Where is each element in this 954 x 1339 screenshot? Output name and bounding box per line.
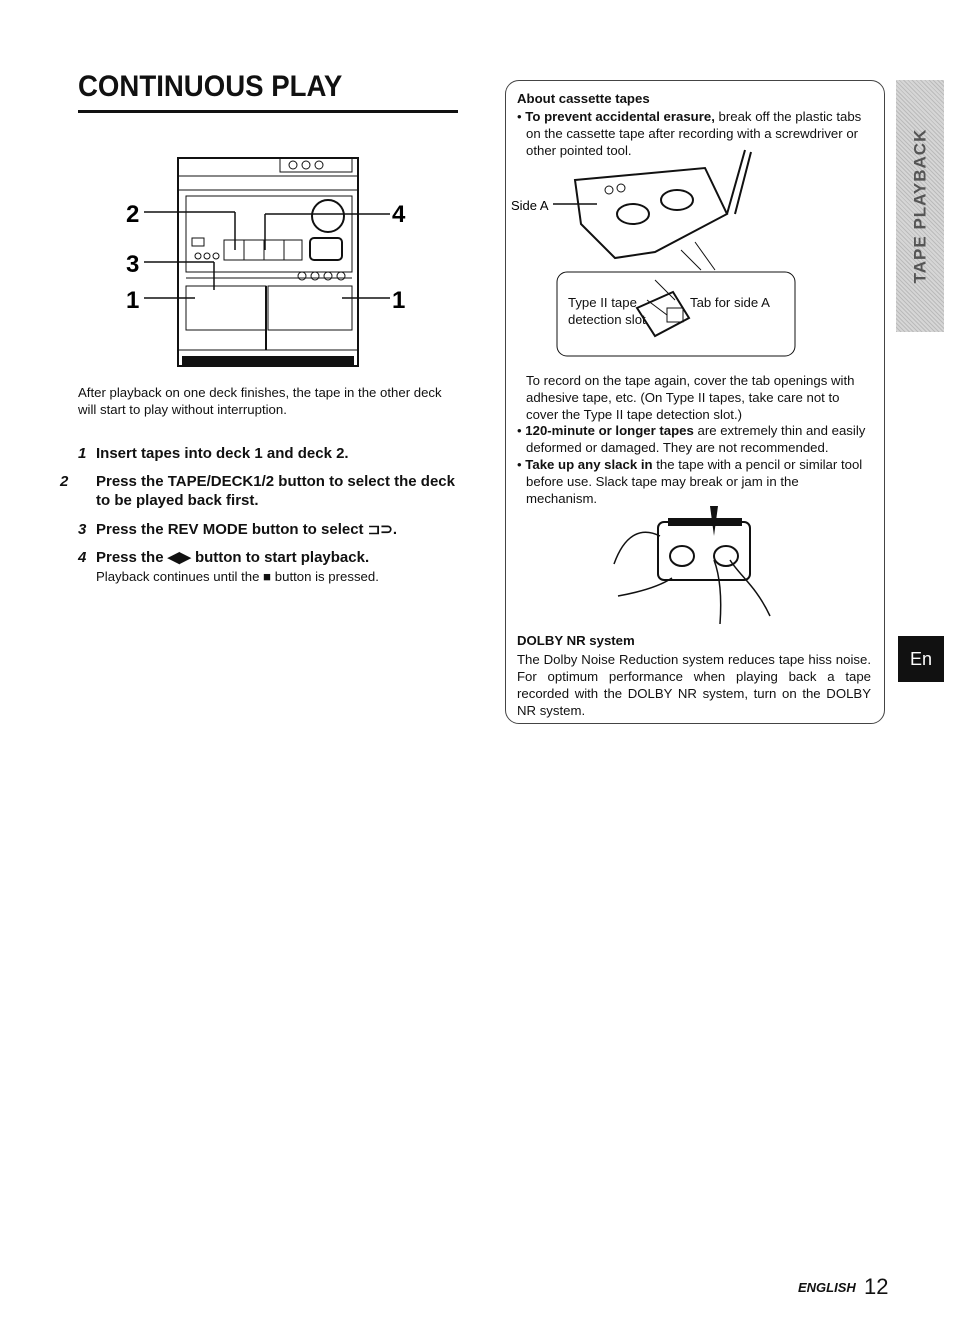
label-type2-slot: Type II tape detection slot [568,295,646,327]
page-number: 12 [864,1274,889,1299]
cassette-bullet-3: • Take up any slack in the tape with a p… [517,457,863,506]
step-2: 2 Press the TAPE/DECK1/2 button to select… [60,472,460,510]
bullet-3-text: the tape with a pencil or similar tool b… [526,457,863,506]
bullet-1-bold: To prevent accidental erasure, [525,109,715,124]
label-side-a: Side A [511,198,549,213]
callout-1-left: 1 [126,287,139,314]
bullet-2-bold: 120-minute or longer tapes [525,423,694,438]
language-tab: En [898,636,944,682]
section-side-tab-label-wrap: TAPE PLAYBACK [896,80,944,332]
dolby-heading: DOLBY NR system [517,633,635,648]
cassette-heading: About cassette tapes [517,91,650,106]
label-tab-side-a: Tab for side A [690,295,770,310]
step-1-text: Insert tapes into deck 1 and deck 2. [96,445,349,462]
step-4-number: 4 [78,549,87,566]
slack-tape-illustration [613,506,771,625]
dolby-paragraph: The Dolby Noise Reduction system reduces… [517,652,871,718]
intro-paragraph: After playback on one deck finishes, the… [78,385,442,417]
bullet-1-text: break off the plastic tabs on the casset… [526,109,862,158]
callout-1-right: 1 [392,287,405,314]
step-3-text: Press the REV MODE button to select ⊐⊃. [96,521,398,538]
step-3: 3 Press the REV MODE button to select ⊐⊃. [78,520,460,539]
page-title: CONTINUOUS PLAY [78,70,343,103]
cassette-bullet-2: • 120-minute or longer tapes are extreme… [517,423,866,455]
section-side-tab [896,80,944,332]
title-underline [78,110,458,113]
section-side-tab-label: TAPE PLAYBACK [910,128,929,284]
step-4-note: Playback continues until the ■ button is… [96,569,379,584]
step-4-text: Press the ◀▶ button to start playback. [96,549,370,566]
record-again-paragraph: To record on the tape again, cover the t… [526,373,855,422]
stereo-illustration: 2 3 1 4 1 [126,157,406,367]
step-2-text: Press the TAPE/DECK1/2 button to select … [96,473,455,509]
step-3-number: 3 [78,521,87,538]
bullet-2-text: are extremely thin and easily deformed o… [526,423,866,455]
callout-2: 2 [126,201,139,228]
cassette-tab-illustration: Side A [511,149,796,357]
step-1: 1 Insert tapes into deck 1 and deck 2. [78,444,460,463]
step-1-number: 1 [78,445,87,462]
cassette-bullet-1: • To prevent accidental erasure, break o… [517,109,862,158]
step-4: 4 Press the ◀▶ button to start playback. [78,548,460,567]
step-2-number: 2 [60,473,69,490]
footer-language: ENGLISH [798,1280,856,1295]
cassette-info-box [505,80,885,724]
callout-3: 3 [126,251,139,278]
callout-4: 4 [392,201,406,228]
bullet-3-bold: Take up any slack in [525,457,653,472]
